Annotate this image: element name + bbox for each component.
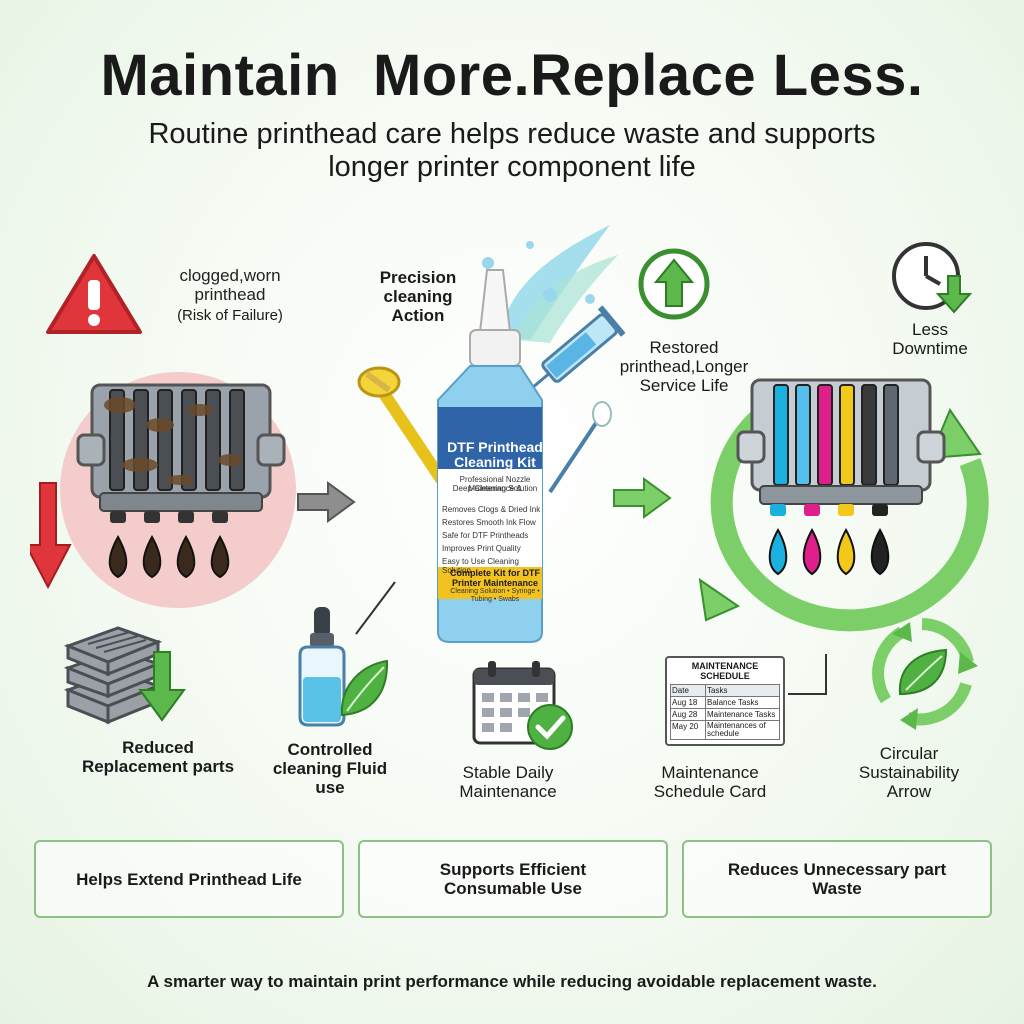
bottle-line1: Professional Nozzle Maintenance & xyxy=(459,475,531,493)
circular-arrow-label: Circular Sustainability Arrow xyxy=(858,744,960,801)
bottle-bullet: Improves Print Quality xyxy=(442,544,521,553)
page-subtitle: Routine printhead care helps reduce wast… xyxy=(148,118,876,183)
bottle-line2: Deep-Cleaning Solution xyxy=(452,484,538,493)
schedule-task: Maintenances of schedule xyxy=(707,721,766,738)
syringe-icon xyxy=(527,305,625,393)
gray-arrow-icon xyxy=(297,481,356,523)
less-downtime-label: Less Downtime xyxy=(892,320,968,358)
schedule-task: Balance Tasks xyxy=(707,698,759,707)
splash-icon xyxy=(482,225,618,343)
restored-label: Restored printhead,Longer Service Life xyxy=(619,338,749,395)
benefit-box-reduce-waste: Reduces Unnecessary part Waste xyxy=(682,840,992,918)
bottle-band1: Complete Kit for DTF xyxy=(450,568,540,578)
green-arrow-icon xyxy=(613,477,672,519)
bottle-band2: Printer Maintenance xyxy=(451,578,539,588)
bottle-bullets: Removes Clogs & Dried Ink Restores Smoot… xyxy=(442,505,550,575)
calendar-check-icon xyxy=(472,661,573,750)
schedule-card-label: Maintenance Schedule Card xyxy=(653,763,767,801)
reduced-parts-label: Reduced Replacement parts xyxy=(81,738,235,776)
benefit-box-extend-life: Helps Extend Printhead Life xyxy=(34,840,344,918)
warning-icon xyxy=(46,254,142,334)
precision-label: Precision cleaning Action xyxy=(379,268,457,325)
bottle-title: DTF Printhead Cleaning Kit xyxy=(447,439,543,470)
footer-tagline: A smarter way to maintain print performa… xyxy=(147,972,877,991)
schedule-date: Aug 18 xyxy=(671,697,706,708)
risk-note: (Risk of Failure) xyxy=(177,307,283,324)
connector-line xyxy=(355,581,396,635)
bottle-bullet: Safe for DTF Printheads xyxy=(442,531,529,540)
schedule-card: MAINTENANCE SCHEDULE Date Tasks Aug 18 B… xyxy=(665,656,785,746)
schedule-card-heading: MAINTENANCE SCHEDULE xyxy=(691,661,759,681)
clock-icon xyxy=(892,242,973,314)
bottle-band3: Cleaning Solution • Syringe • Tubing • S… xyxy=(450,588,540,603)
schedule-col-date: Date xyxy=(671,685,706,696)
bottle-bullet: Removes Clogs & Dried Ink xyxy=(442,505,541,514)
replacement-parts-stack-icon xyxy=(63,626,186,725)
stable-maintenance-label: Stable Daily Maintenance xyxy=(459,763,557,801)
schedule-date: Aug 28 xyxy=(671,709,706,720)
dropper-leaf-icon xyxy=(298,607,389,727)
controlled-fluid-label: Controlled cleaning Fluid use xyxy=(272,740,388,797)
recycle-leaf-icon xyxy=(872,618,978,730)
bottle-bullet: Restores Smooth Ink Flow xyxy=(442,518,536,527)
swab-icon xyxy=(548,401,612,494)
benefit-box-efficient-use: Supports Efficient Consumable Use xyxy=(358,840,668,918)
bottle-bullet: Easy to Use Cleaning Solution xyxy=(442,557,519,575)
table-row: Aug 18 Balance Tasks xyxy=(670,697,780,709)
connector-line xyxy=(788,654,827,695)
clogged-printhead-illustration xyxy=(30,372,296,608)
schedule-task: Maintenance Tasks xyxy=(707,710,776,719)
table-row: Aug 28 Maintenance Tasks xyxy=(670,709,780,721)
table-row: May 20 Maintenances of schedule xyxy=(670,721,780,740)
schedule-date: May 20 xyxy=(671,721,706,739)
cleaning-kit-bottle-icon xyxy=(437,269,543,643)
clogged-printhead-label: clogged,worn printhead xyxy=(179,266,281,304)
restored-printhead-illustration xyxy=(698,378,989,632)
schedule-col-tasks: Tasks xyxy=(707,686,728,695)
page-title: Maintain More.Replace Less. xyxy=(100,43,924,108)
up-arrow-circle-icon xyxy=(638,248,710,320)
